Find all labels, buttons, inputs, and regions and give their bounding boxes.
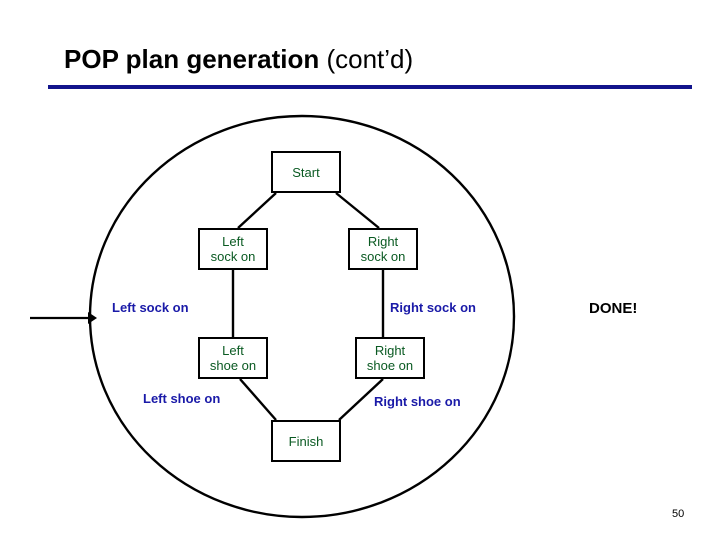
edge-start-to-left-sock <box>237 192 277 229</box>
node-left-sock-on[interactable]: Left sock on <box>198 228 268 270</box>
causal-link-label-right-sock-on: Right sock on <box>390 300 476 315</box>
causal-link-label-left-sock-on: Left sock on <box>112 300 189 315</box>
ordering-edges <box>231 192 385 421</box>
edge-right-shoe-to-finish <box>338 378 384 421</box>
causal-link-label-right-shoe-on: Right shoe on <box>374 394 461 409</box>
node-start[interactable]: Start <box>271 151 341 193</box>
page-title: POP plan generation (cont’d) <box>64 44 413 74</box>
page-title-main: POP plan generation <box>64 44 320 74</box>
node-right-shoe-on[interactable]: Right shoe on <box>355 337 425 379</box>
status-label-done: DONE! <box>589 300 638 317</box>
page-title-suffix: (cont’d) <box>319 44 414 74</box>
causal-link-label-left-shoe-on: Left shoe on <box>143 391 221 406</box>
node-left-shoe-on[interactable]: Left shoe on <box>198 337 268 379</box>
edge-left-shoe-to-finish <box>239 378 277 421</box>
page-number: 50 <box>672 508 685 520</box>
node-finish[interactable]: Finish <box>271 420 341 462</box>
title-underline-rule <box>48 85 692 89</box>
edge-start-to-right-sock <box>335 192 380 229</box>
incoming-arrow <box>30 312 97 324</box>
node-right-sock-on[interactable]: Right sock on <box>348 228 418 270</box>
